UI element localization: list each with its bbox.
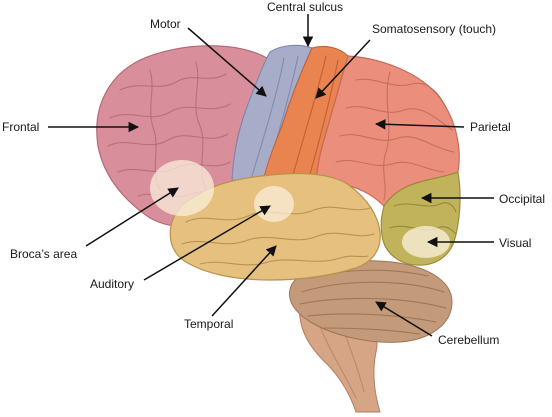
frontal-label: Frontal: [2, 120, 39, 134]
cerebellum-arrow: [375, 301, 433, 337]
auditory-arrow: [143, 205, 271, 281]
temporal-label: Temporal: [184, 317, 233, 331]
occipital-label: Occipital: [499, 192, 545, 206]
parietal-arrow: [374, 119, 465, 130]
brocas-area-label: Broca’s area: [10, 247, 77, 261]
somatosensory-label: Somatosensory (touch): [372, 22, 496, 36]
temporal-lobe: [169, 172, 381, 281]
visual-highlight: [402, 226, 450, 258]
brocas-area-arrow: [85, 187, 179, 247]
somatosensory-arrow: [315, 39, 371, 99]
parietal-label: Parietal: [470, 120, 511, 134]
brocas-area-highlight: [150, 160, 214, 216]
temporal-arrow: [211, 245, 277, 317]
visual-label: Visual: [499, 236, 531, 250]
auditory-highlight: [254, 186, 294, 222]
cerebellum-label: Cerebellum: [438, 333, 499, 347]
motor-arrow: [187, 27, 267, 97]
auditory-label: Auditory: [90, 277, 134, 291]
central-sulcus-label: Central sulcus: [267, 0, 343, 14]
motor-label: Motor: [150, 17, 181, 31]
